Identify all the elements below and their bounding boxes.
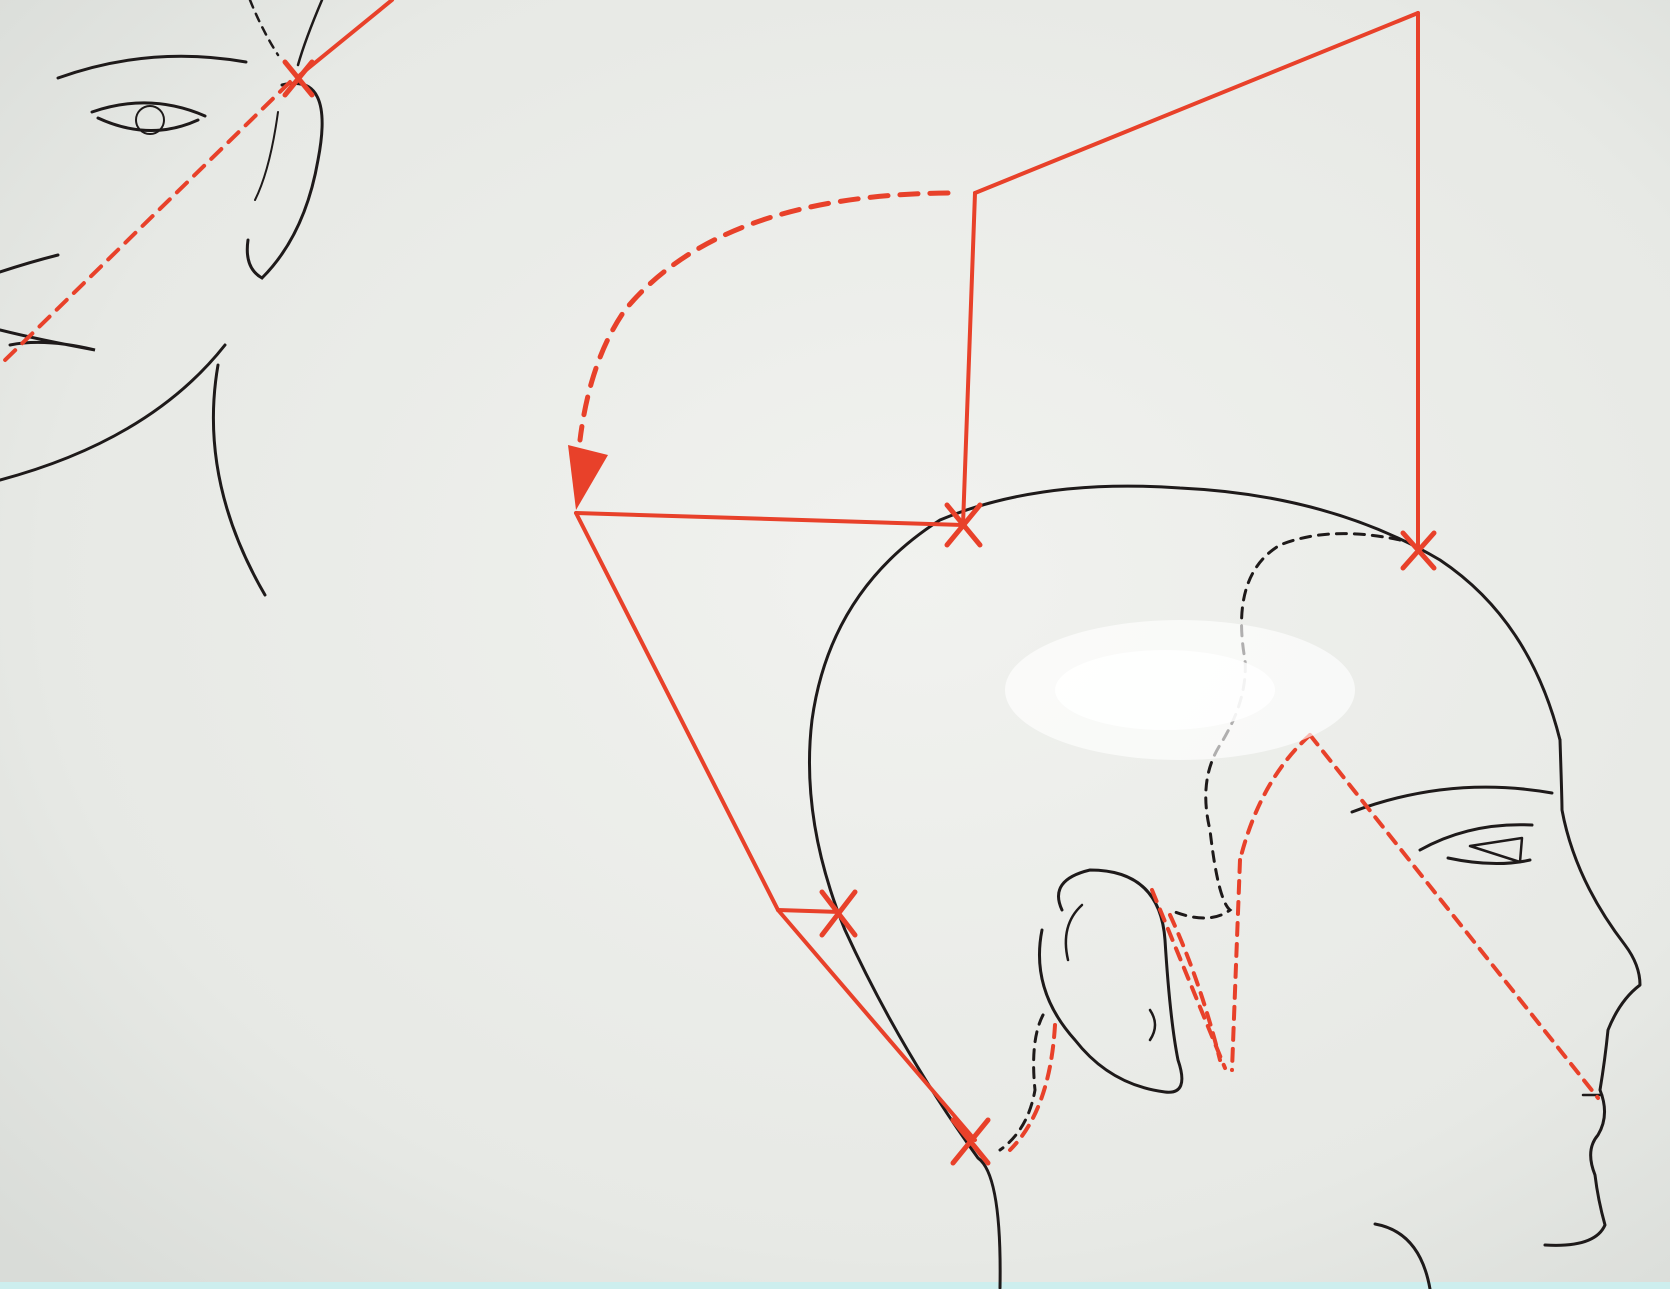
- guide-small-horizontal: [778, 910, 840, 912]
- bottom-band: [0, 1282, 1670, 1289]
- paper-glare-core: [1055, 650, 1275, 730]
